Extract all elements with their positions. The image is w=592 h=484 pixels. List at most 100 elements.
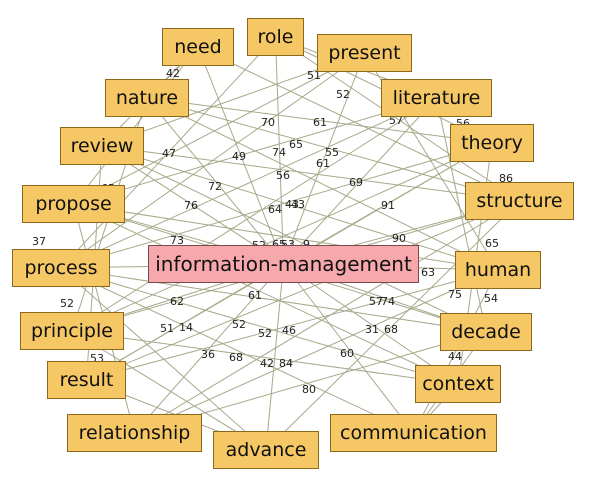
edge-weight-label: 44 bbox=[448, 350, 462, 363]
edge-information-management-nature bbox=[146, 97, 284, 265]
edge-weight-label: 62 bbox=[170, 295, 184, 308]
edge-weight-label: 80 bbox=[302, 383, 316, 396]
edge-weight-label: 52 bbox=[258, 327, 272, 340]
edge-information-management-result bbox=[86, 263, 284, 381]
edge-weight-label: 53 bbox=[90, 352, 104, 365]
edge-weight-label: 90 bbox=[392, 232, 406, 245]
edge-process-communication bbox=[60, 267, 414, 434]
edge-weight-label: 73 bbox=[170, 234, 184, 247]
edge-weight-label: 61 bbox=[316, 157, 330, 170]
edge-information-management-role bbox=[275, 36, 284, 265]
edge-human-communication bbox=[413, 269, 499, 434]
edge-review-structure bbox=[101, 145, 520, 202]
edge-process-context bbox=[60, 267, 459, 385]
edge-literature-principle bbox=[71, 97, 437, 332]
edge-weight-label: 42 bbox=[260, 357, 274, 370]
edge-weight-label: 52 bbox=[336, 88, 350, 101]
edge-weight-label: 86 bbox=[499, 172, 513, 185]
edge-weight-label: 68 bbox=[384, 323, 398, 336]
node-result[interactable]: result bbox=[47, 361, 126, 399]
edge-weight-label: 84 bbox=[279, 357, 293, 370]
edge-weight-label: 46 bbox=[282, 324, 296, 337]
node-human[interactable]: human bbox=[455, 251, 541, 289]
edge-weight-label: 69 bbox=[349, 176, 363, 189]
node-process[interactable]: process bbox=[12, 249, 110, 287]
edge-literature-propose bbox=[73, 97, 437, 205]
edge-structure-result bbox=[86, 200, 520, 381]
node-literature[interactable]: literature bbox=[381, 79, 492, 117]
edge-weight-label: 36 bbox=[201, 348, 215, 361]
edge-weight-label: 9 bbox=[303, 239, 310, 250]
edge-weight-label: 60 bbox=[340, 347, 354, 360]
edge-review-decade bbox=[101, 145, 487, 333]
edge-weight-label: 51 bbox=[160, 322, 174, 335]
edge-weight-label: 75 bbox=[448, 288, 462, 301]
edge-weight-label: 76 bbox=[184, 199, 198, 212]
edge-weight-label: 56 bbox=[276, 169, 290, 182]
edge-information-management-communication bbox=[283, 263, 414, 434]
edge-weight-label: 52 bbox=[232, 318, 246, 331]
edge-theory-process bbox=[60, 142, 493, 269]
edge-weight-label: 42 bbox=[166, 67, 180, 80]
edge-structure-relationship bbox=[134, 200, 520, 434]
edge-information-management-literature bbox=[283, 97, 437, 265]
edge-human-relationship bbox=[134, 269, 499, 434]
edge-need-propose bbox=[73, 46, 199, 205]
edge-human-result bbox=[86, 269, 499, 381]
node-relationship[interactable]: relationship bbox=[67, 414, 202, 452]
node-principle[interactable]: principle bbox=[20, 312, 124, 350]
edge-information-management-theory bbox=[283, 142, 493, 265]
edge-present-propose bbox=[73, 52, 365, 205]
edge-weight-label: 14 bbox=[179, 321, 193, 334]
edge-role-structure bbox=[275, 36, 520, 202]
edge-propose-context bbox=[73, 203, 459, 385]
edge-weight-label: 63 bbox=[421, 266, 435, 279]
edge-weight-label: 57 bbox=[389, 114, 403, 127]
edge-information-management-advance bbox=[265, 263, 284, 451]
edge-information-management-relationship bbox=[134, 263, 284, 434]
edge-weight-label: 68 bbox=[229, 351, 243, 364]
node-theory[interactable]: theory bbox=[450, 124, 534, 162]
edge-information-management-review bbox=[101, 145, 284, 265]
edge-nature-human bbox=[146, 97, 499, 271]
node-role[interactable]: role bbox=[247, 18, 304, 56]
edge-literature-decade bbox=[436, 97, 487, 333]
edge-structure-advance bbox=[265, 200, 520, 451]
edge-weight-label: 56 bbox=[456, 118, 470, 129]
node-need[interactable]: need bbox=[162, 28, 234, 66]
node-review[interactable]: review bbox=[60, 127, 144, 165]
edge-need-structure bbox=[197, 46, 520, 202]
node-information-management[interactable]: information-management bbox=[148, 245, 419, 283]
edge-nature-structure bbox=[146, 97, 520, 202]
edge-theory-principle bbox=[71, 142, 493, 332]
edge-weight-label: 49 bbox=[232, 150, 246, 163]
edge-weight-label: 74 bbox=[272, 146, 286, 159]
edge-weight-label: 91 bbox=[381, 199, 395, 212]
edge-weight-label: 65 bbox=[289, 138, 303, 151]
edge-literature-process bbox=[60, 97, 437, 269]
edge-weight-label: 54 bbox=[484, 292, 498, 305]
node-context[interactable]: context bbox=[415, 365, 501, 403]
node-nature[interactable]: nature bbox=[105, 79, 189, 117]
edge-propose-human bbox=[73, 203, 499, 271]
edge-weight-label: 43 bbox=[285, 198, 299, 211]
edge-weight-label: 31 bbox=[365, 323, 379, 336]
node-present[interactable]: present bbox=[317, 34, 412, 72]
edge-principle-advance bbox=[71, 330, 267, 451]
edge-weight-label: 51 bbox=[307, 69, 321, 82]
edge-review-human bbox=[101, 145, 499, 271]
edge-weight-label: 74 bbox=[381, 295, 395, 308]
node-communication[interactable]: communication bbox=[330, 414, 497, 452]
node-structure[interactable]: structure bbox=[465, 182, 574, 220]
edge-weight-label: 53 bbox=[281, 239, 295, 250]
edge-weight-label: 52 bbox=[60, 297, 74, 310]
node-decade[interactable]: decade bbox=[440, 313, 532, 351]
edge-information-management-present bbox=[283, 52, 365, 265]
node-advance[interactable]: advance bbox=[213, 431, 319, 469]
edge-weight-label: 47 bbox=[162, 147, 176, 160]
node-propose[interactable]: propose bbox=[22, 185, 125, 223]
edge-information-management-context bbox=[283, 263, 459, 385]
edge-weight-label: 61 bbox=[248, 289, 262, 302]
